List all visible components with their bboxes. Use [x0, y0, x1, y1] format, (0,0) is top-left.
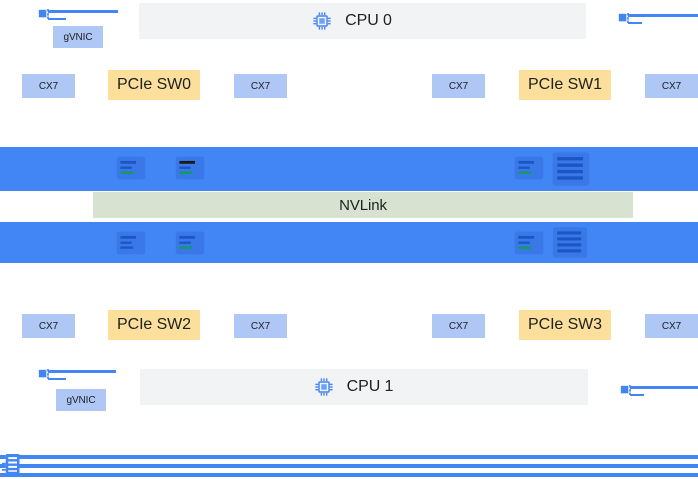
- cx7-box-6: CX7: [432, 314, 485, 338]
- gvnic-link-bottom-left: [38, 364, 118, 384]
- gpu-band-bottom: [0, 222, 698, 263]
- network-rail-2: [0, 464, 698, 468]
- nvlink-box: NVLink: [93, 192, 633, 218]
- cx7-box-0: CX7: [22, 74, 75, 98]
- gpu-card-icon: [514, 156, 544, 180]
- network-nic-icon: [620, 385, 631, 395]
- cx7-box-3: CX7: [645, 74, 698, 98]
- gvnic-box-bottom: gVNIC: [56, 389, 106, 411]
- cpu-chip-icon: [315, 378, 333, 396]
- gpu-card-icon: [552, 152, 590, 186]
- cx7-box-2: CX7: [432, 74, 485, 98]
- gvnic-link-top-right: [618, 8, 698, 28]
- gvnic-box-top: gVNIC: [53, 26, 103, 48]
- cpu-chip-icon: [313, 12, 331, 30]
- cpu-0-label: CPU 0: [345, 12, 392, 29]
- gpu-card-icon: [175, 231, 205, 255]
- pcie-sw0-box: PCIe SW0: [108, 70, 200, 100]
- network-nic-icon: [38, 369, 49, 379]
- pcie-sw1-box: PCIe SW1: [519, 70, 611, 100]
- cpu-1-box: CPU 1: [140, 369, 588, 405]
- network-nic-icon: [38, 9, 49, 19]
- network-fabric-icon: [2, 454, 20, 474]
- gpu-card-icon: [175, 156, 205, 180]
- cpu-1-label: CPU 1: [346, 378, 394, 395]
- gpu-card-icon: [552, 227, 588, 258]
- cx7-box-7: CX7: [645, 314, 698, 338]
- pcie-sw2-box: PCIe SW2: [108, 310, 200, 340]
- network-rail-3: [0, 473, 698, 477]
- network-nic-icon: [618, 13, 629, 23]
- gvnic-link-bottom-right: [620, 380, 698, 400]
- cx7-box-4: CX7: [22, 314, 75, 338]
- cx7-box-1: CX7: [234, 74, 287, 98]
- network-rail-1: [0, 455, 698, 459]
- cx7-box-5: CX7: [234, 314, 287, 338]
- pcie-sw3-box: PCIe SW3: [519, 310, 611, 340]
- gpu-band-top: [0, 147, 698, 191]
- gvnic-link-top-left: [38, 4, 118, 24]
- gpu-card-icon: [514, 231, 544, 255]
- cpu-0-box: CPU 0: [139, 3, 586, 39]
- gpu-card-icon: [116, 156, 146, 180]
- gpu-card-icon: [116, 231, 146, 255]
